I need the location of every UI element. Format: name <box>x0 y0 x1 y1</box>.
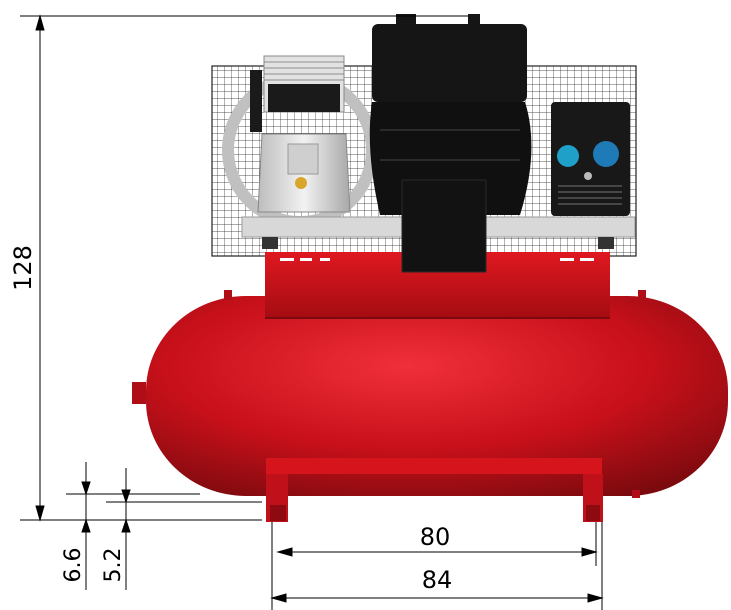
dimension-foot-spacing-inner: 80 <box>420 523 451 551</box>
dimension-foot-spacing-outer: 84 <box>422 566 453 594</box>
diesel-engine <box>369 14 532 273</box>
panel-button-blue <box>593 141 619 167</box>
dimension-overall-height: 128 <box>9 245 37 291</box>
tank-fitting-top <box>224 290 232 300</box>
panel-button-cyan <box>557 145 579 167</box>
tank-fitting-top-right <box>638 290 646 300</box>
dimension-annotations <box>20 14 604 610</box>
tank-drain <box>632 490 640 498</box>
control-panel <box>551 102 630 216</box>
dimension-foot-offset-outer: 6.6 <box>61 548 86 583</box>
air-tank <box>146 296 728 496</box>
tank-valve-left <box>132 382 146 404</box>
feet <box>266 458 603 522</box>
pump-gauge <box>295 177 307 189</box>
pump-head <box>250 55 351 213</box>
compressor-illustration <box>132 14 728 522</box>
dimension-foot-offset-inner: 5.2 <box>101 548 126 583</box>
